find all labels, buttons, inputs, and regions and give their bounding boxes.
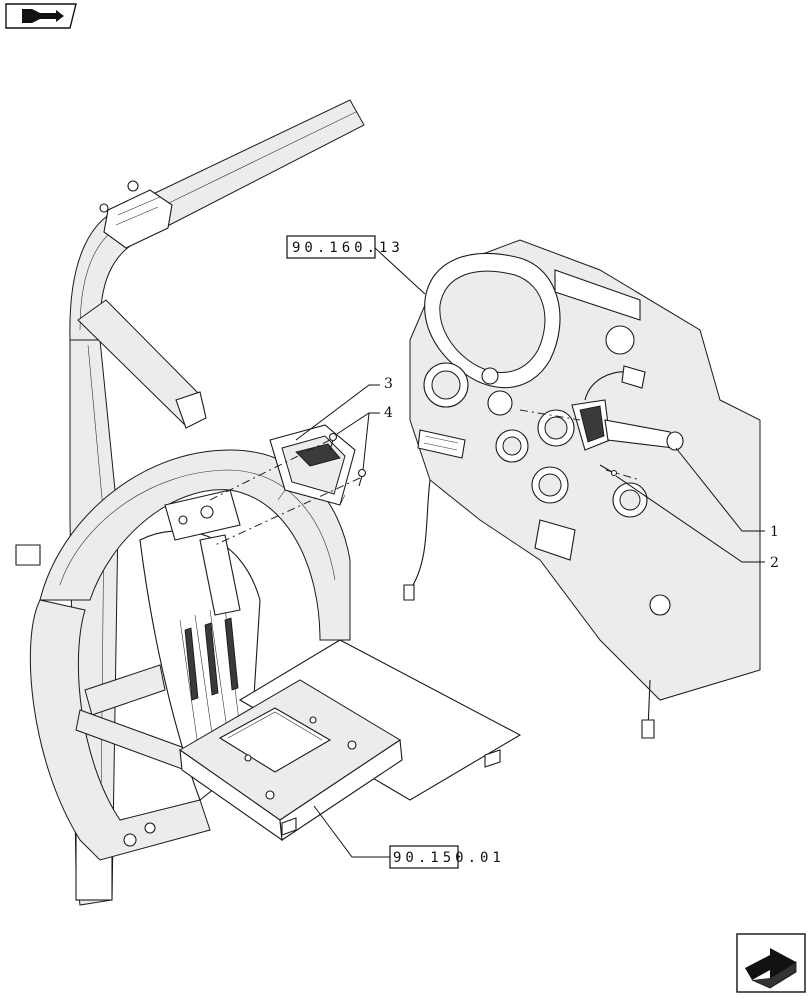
callout-1: 1 bbox=[770, 524, 779, 540]
reference-box-top[interactable]: 90.160.13 bbox=[286, 235, 404, 259]
callout-4: 4 bbox=[384, 405, 393, 421]
callout-3: 3 bbox=[384, 376, 393, 392]
screws bbox=[328, 432, 367, 487]
multifunction-switch bbox=[571, 365, 684, 451]
cab-frame bbox=[15, 99, 365, 906]
control-unit bbox=[269, 424, 356, 506]
leader-line-bottom-ref bbox=[313, 805, 390, 858]
leader-line-4a bbox=[336, 412, 380, 435]
leader-line-top-ref bbox=[374, 247, 426, 295]
next-page-arrow-icon[interactable] bbox=[736, 933, 806, 993]
book-arrow-icon[interactable] bbox=[5, 3, 77, 29]
leader-line-2 bbox=[615, 475, 765, 563]
assembly-line bbox=[519, 409, 581, 421]
leader-line-4b bbox=[362, 412, 370, 471]
assembly-line bbox=[209, 439, 331, 501]
reference-box-bottom[interactable]: 90.150.01 bbox=[389, 845, 505, 869]
reference-label-top: 90.160.13 bbox=[292, 240, 404, 256]
reference-label-bottom: 90.150.01 bbox=[393, 850, 505, 866]
floor-plate bbox=[179, 639, 522, 842]
callout-2: 2 bbox=[770, 555, 779, 571]
assembly-line bbox=[214, 477, 361, 546]
leader-line-1 bbox=[675, 447, 765, 532]
leader-line-3 bbox=[295, 384, 380, 441]
pin bbox=[599, 464, 618, 477]
dashboard-panel bbox=[403, 239, 761, 739]
